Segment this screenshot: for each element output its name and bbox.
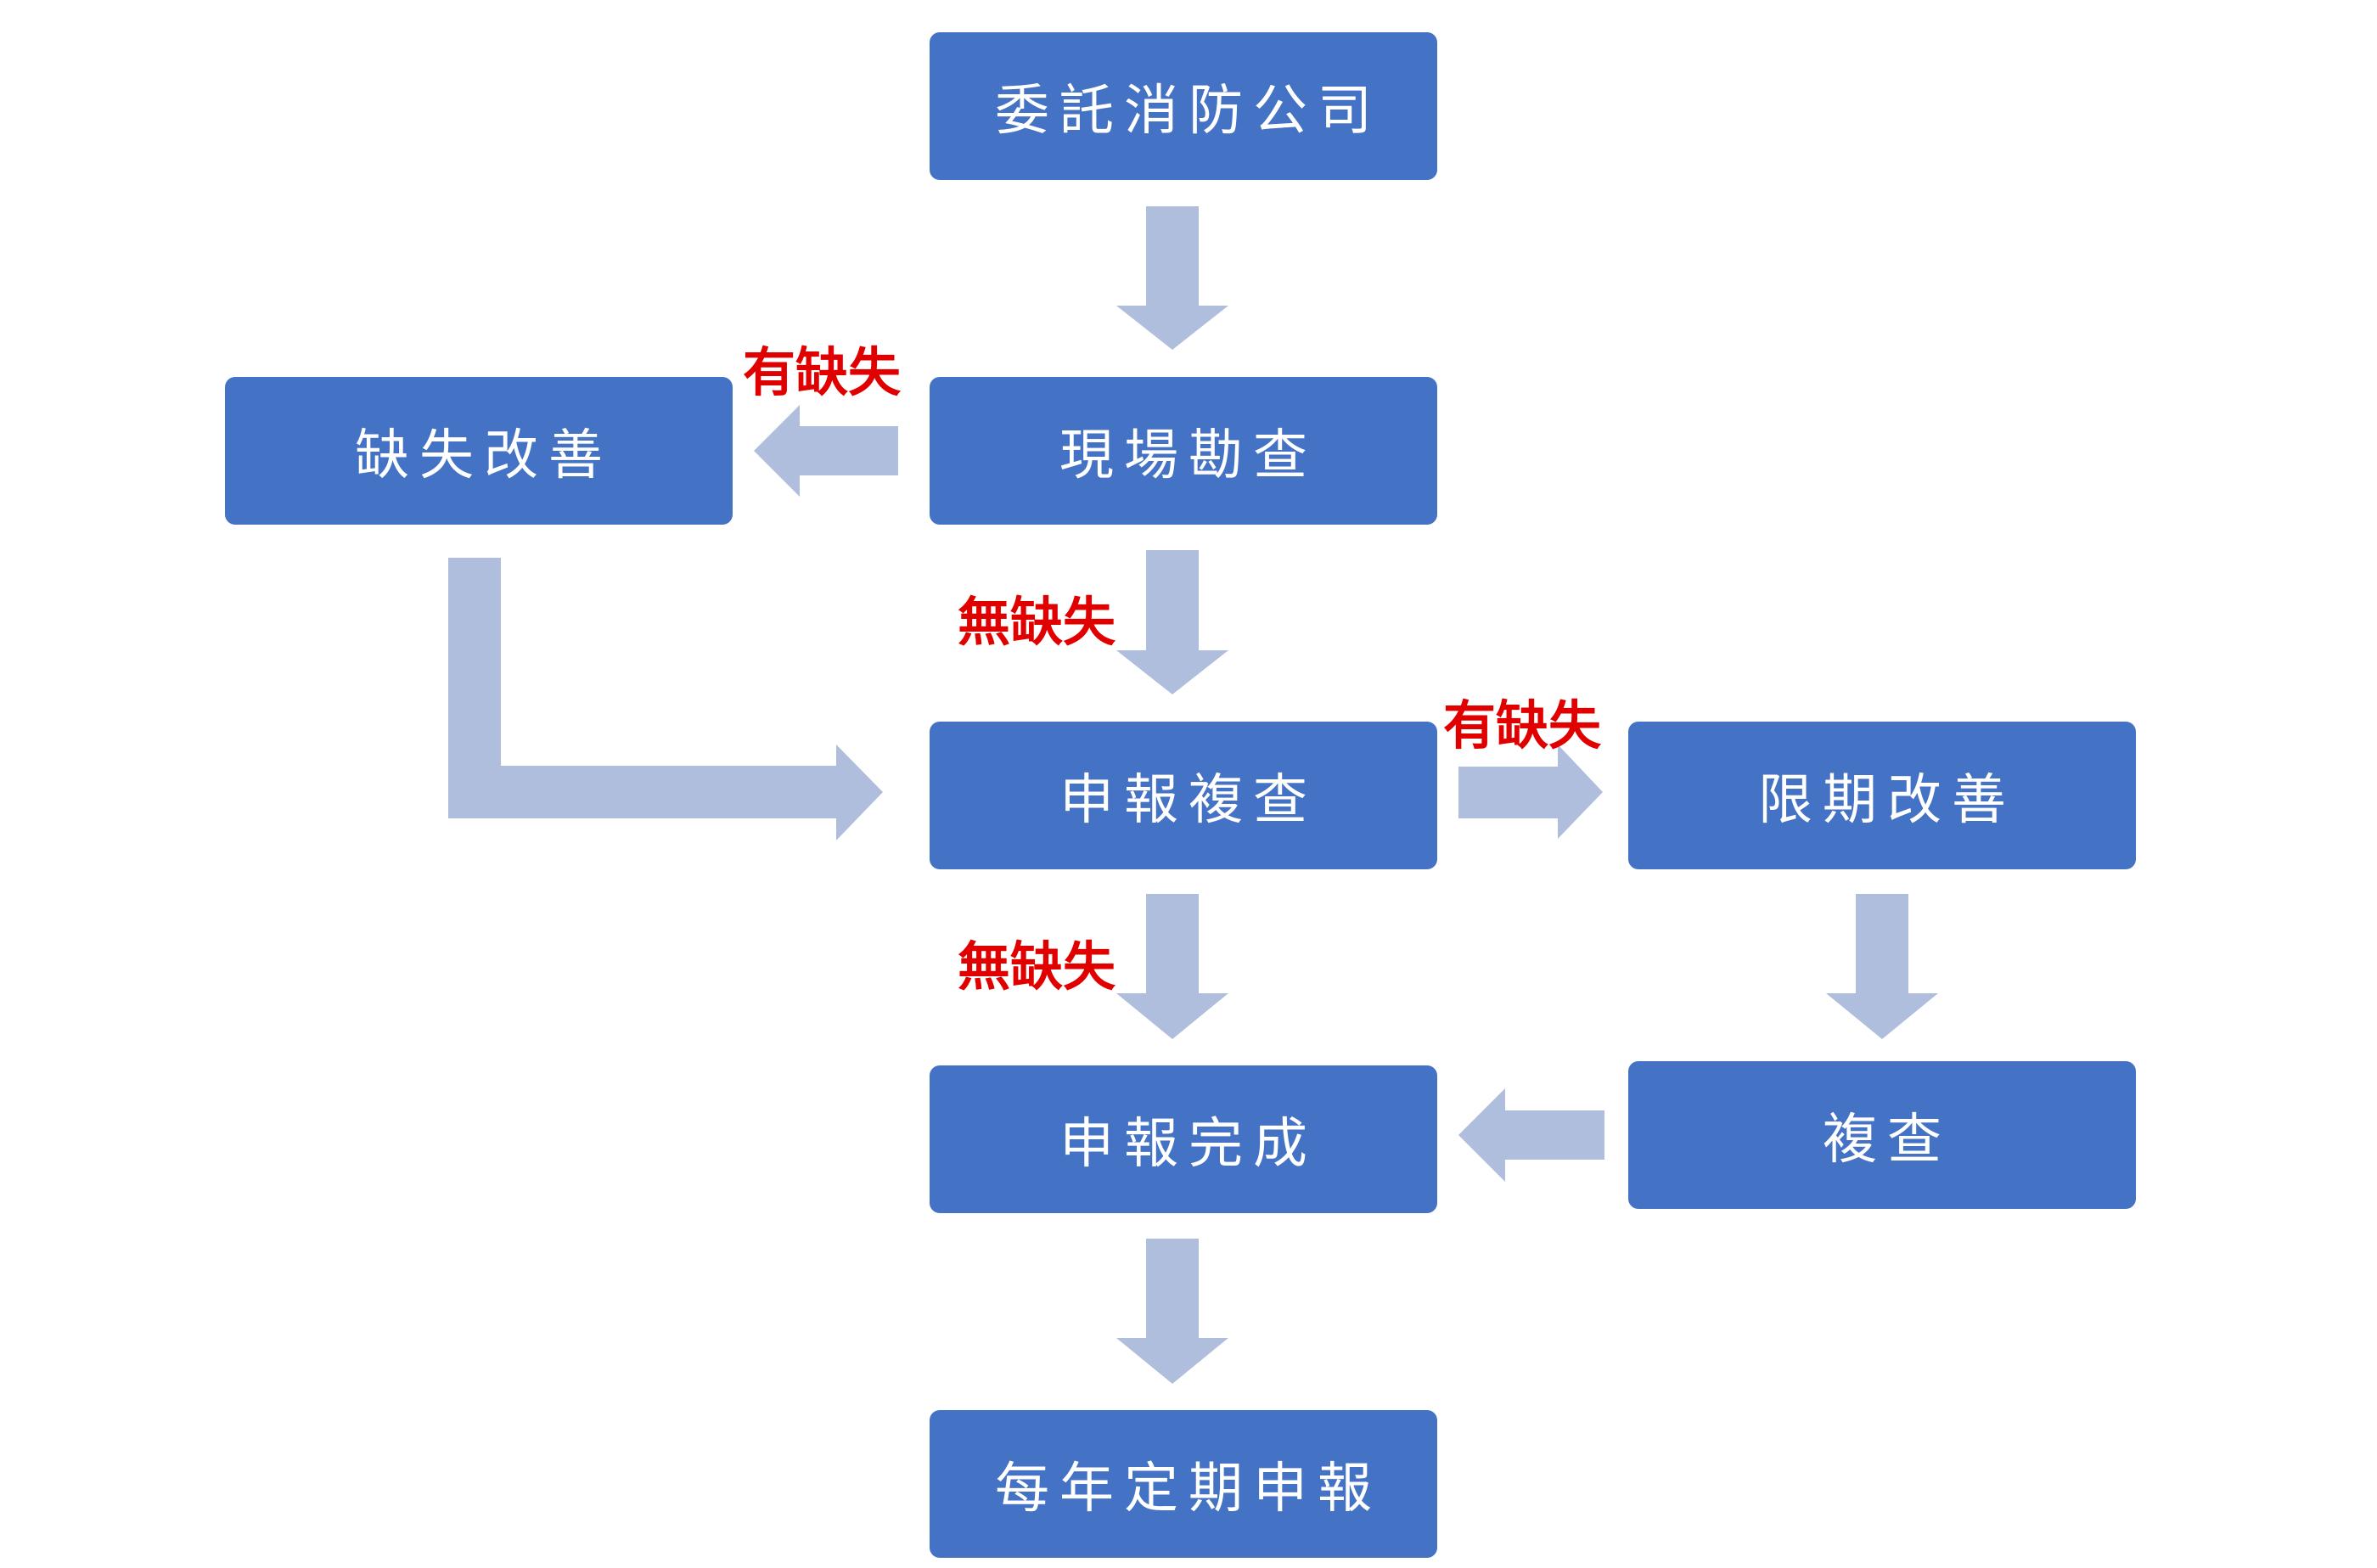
label-survey-no-defect: 無缺失	[958, 591, 1116, 653]
node-deficiency-fix: 缺失改善	[225, 377, 733, 525]
arrow-survey-to-review	[1116, 550, 1228, 694]
label-review-has-defect: 有缺失	[1443, 694, 1602, 756]
node-annual-report: 每年定期申報	[930, 1410, 1437, 1558]
label-survey-has-defect: 有缺失	[743, 341, 902, 403]
node-report-done: 申報完成	[930, 1065, 1437, 1213]
arrow-fix-to-review	[448, 558, 883, 840]
arrow-survey-to-fix	[754, 405, 898, 497]
node-deadline-fix: 限期改善	[1628, 722, 2136, 869]
arrow-review-to-deadline-fix	[1458, 745, 1603, 839]
node-site-survey: 現場勘查	[930, 377, 1437, 525]
arrow-commission-to-survey	[1116, 206, 1228, 350]
node-recheck: 複查	[1628, 1061, 2136, 1209]
arrow-done-to-annual	[1116, 1239, 1228, 1384]
node-commission: 委託消防公司	[930, 32, 1437, 180]
arrow-review-to-done	[1116, 894, 1228, 1039]
arrow-recheck-to-done	[1458, 1088, 1604, 1182]
arrow-deadline-fix-to-recheck	[1826, 894, 1938, 1039]
label-review-no-defect: 無缺失	[958, 936, 1116, 998]
node-report-review: 申報複查	[930, 722, 1437, 869]
